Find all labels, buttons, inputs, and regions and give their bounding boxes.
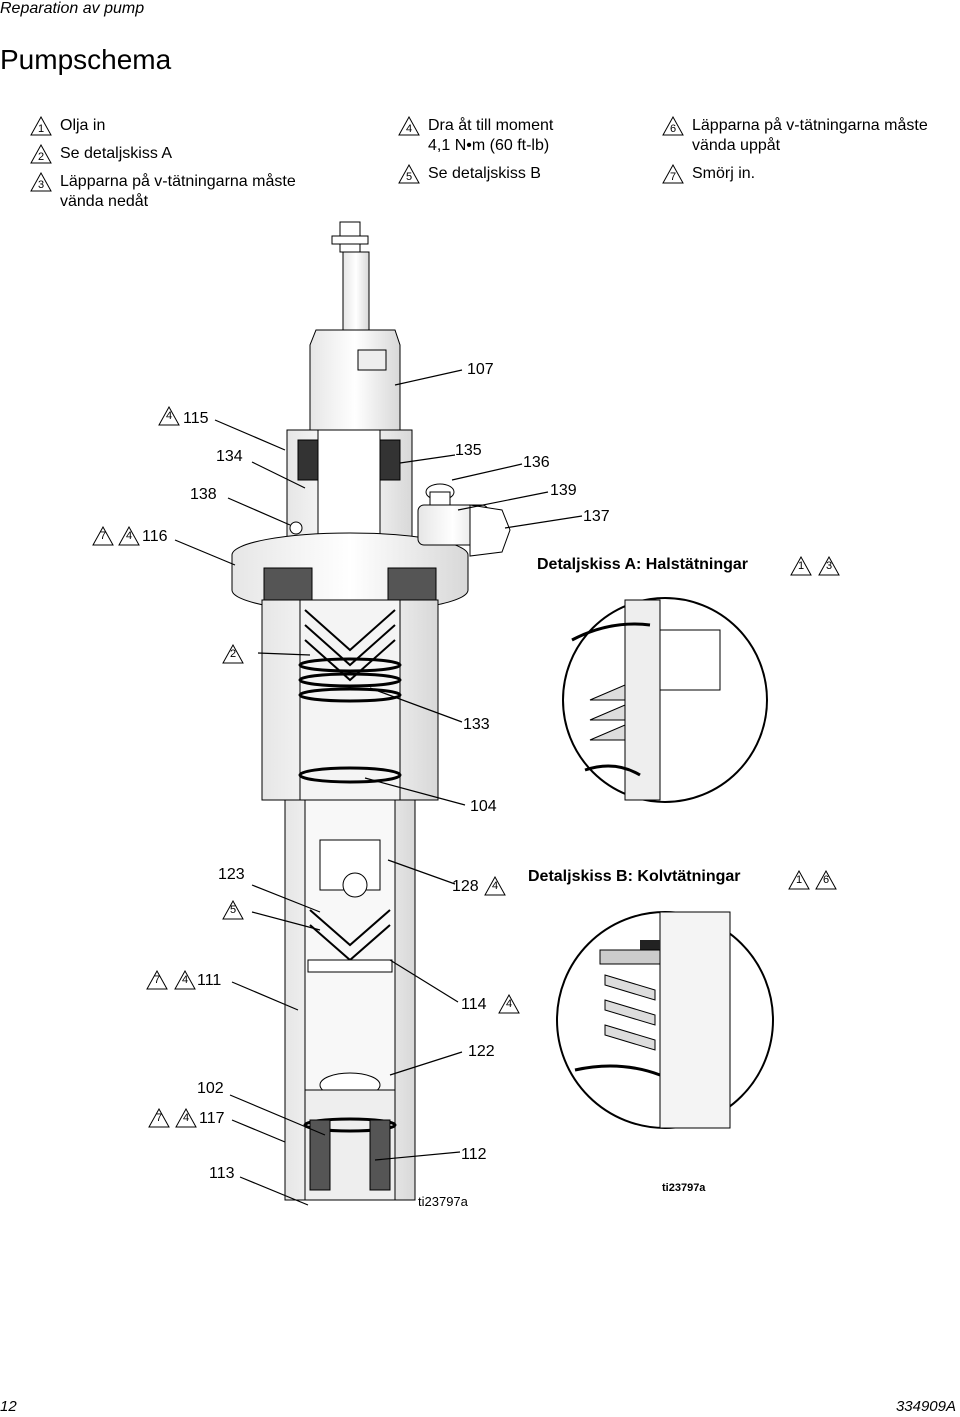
callout-139: 139 [550,482,577,499]
marker-6-icon: 6 [815,869,837,890]
callout-135: 135 [455,442,482,459]
marker-5-icon: 5 [222,899,244,920]
legend-text: Smörj in. [692,165,756,182]
marker-1-icon: 1 [790,555,812,576]
marker-2-icon: 2 [222,643,244,664]
detail-a-view [562,597,768,803]
callout-111: 111 [197,972,222,989]
callout-113: 113 [209,1165,235,1182]
legend-column-3: 6 Läpparna på v-tätningarna måste vända … [662,116,928,192]
legend-text: Se detaljskiss B [428,165,541,182]
legend-item-5: 5 Se detaljskiss B [398,164,553,184]
triangle-marker-icon: 2 [30,144,54,164]
throat-packings [261,599,439,801]
piston-rod [309,221,401,431]
flange [231,532,469,613]
detail-a-title: Detaljskiss A: Halstätningar [537,556,749,573]
marker-7-icon: 7 [148,1107,170,1128]
legend-item-1: 1 Olja in [30,116,296,136]
legend-item-6: 6 Läpparna på v-tätningarna måste vända … [662,116,928,156]
marker-4-icon: 4 [174,969,196,990]
legend-text: Olja in [60,117,106,134]
grease-fitting [417,483,511,557]
legend-text: Läpparna på v-tätningarna måste vända up… [692,117,928,154]
marker-4-icon: 4 [175,1107,197,1128]
legend-text: Läpparna på v-tätningarna måste vända ne… [60,173,296,210]
leader-lines [174,369,583,1206]
page-number: 12 [0,1398,17,1415]
callout-137: 137 [583,508,610,525]
marker-4-icon: 4 [498,993,520,1014]
figure-code-detail: ti23797a [662,1182,706,1194]
marker-7-icon: 7 [92,525,114,546]
marker-4-icon: 4 [158,405,180,426]
legend-column-2: 4 Dra åt till moment 4,1 N•m (60 ft-lb) … [398,116,553,192]
callout-134: 134 [216,448,243,465]
marker-4-icon: 4 [484,875,506,896]
legend-column-1: 1 Olja in 2 Se detaljskiss A 3 Läpparna … [30,116,296,220]
legend-text: Se detaljskiss A [60,145,173,162]
legend-item-7: 7 Smörj in. [662,164,928,184]
page-title: Pumpschema [0,44,172,75]
section-header: Reparation av pump [0,0,145,17]
detail-b-view [556,911,774,1129]
callout-114: 114 [461,996,487,1013]
callout-117: 117 [199,1110,225,1127]
callout-138: 138 [190,486,217,503]
detail-b-title: Detaljskiss B: Kolvtätningar [528,868,741,885]
callout-116: 116 [142,528,168,545]
figure-code-main: ti23797a [418,1194,468,1209]
callout-136: 136 [523,454,550,471]
triangle-marker-icon: 3 [30,172,54,192]
cylinder [284,799,416,1201]
callout-133: 133 [463,716,490,733]
triangle-marker-icon: 6 [662,116,686,136]
callout-107: 107 [467,361,494,378]
callout-104: 104 [470,798,497,815]
callout-112: 112 [461,1146,487,1163]
legend-item-3: 3 Läpparna på v-tätningarna måste vända … [30,172,296,212]
callout-102: 102 [197,1080,224,1097]
callout-122: 122 [468,1043,495,1060]
callout-115: 115 [183,410,209,427]
triangle-marker-icon: 7 [662,164,686,184]
marker-3-icon: 3 [818,555,840,576]
legend-item-2: 2 Se detaljskiss A [30,144,296,164]
legend-text: Dra åt till moment 4,1 N•m (60 ft-lb) [428,117,554,154]
marker-1-icon: 1 [788,869,810,890]
marker-7-icon: 7 [146,969,168,990]
triangle-marker-icon: 4 [398,116,422,136]
triangle-marker-icon: 5 [398,164,422,184]
triangle-marker-icon: 1 [30,116,54,136]
callout-123: 123 [218,866,245,883]
doc-number: 334909A [895,1398,956,1415]
legend-item-4: 4 Dra åt till moment 4,1 N•m (60 ft-lb) [398,116,553,156]
marker-4-icon: 4 [118,525,140,546]
callout-128: 128 [452,878,479,895]
